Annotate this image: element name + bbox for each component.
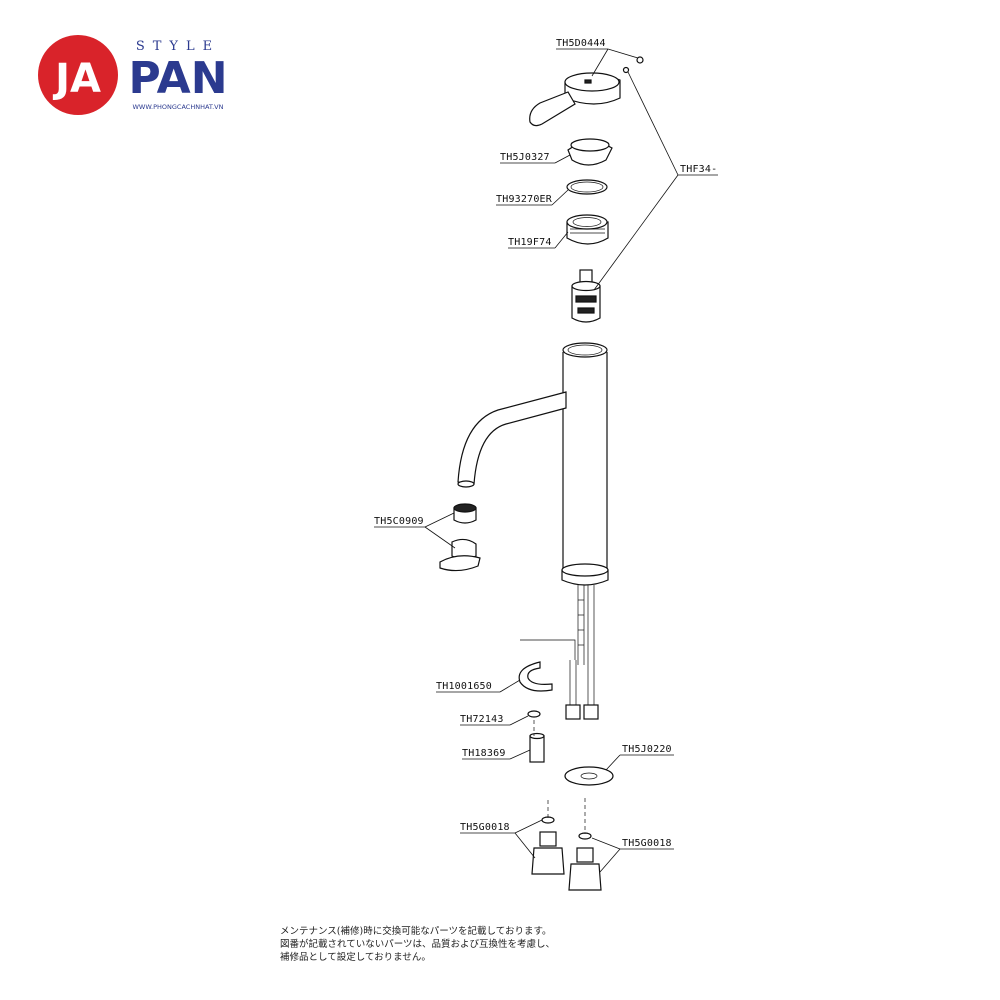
cartridge-part: [571, 269, 601, 323]
base-plate-part: [564, 766, 614, 786]
ring-part: [566, 179, 608, 195]
callout-spacer: TH18369: [462, 748, 531, 760]
label-base-plate: TH5J0220: [622, 744, 672, 755]
valve-right-part: [568, 832, 602, 891]
aerator-key-part: [439, 538, 481, 572]
label-washer: TH72143: [460, 714, 504, 725]
clip-part: [518, 661, 553, 692]
logo-style-word: STYLE: [136, 39, 220, 54]
faucet-body: [457, 342, 609, 720]
note-line-3: 補修品として設定しておりません。: [280, 952, 431, 963]
handle-screw-part: [622, 56, 644, 74]
nut-part: [566, 214, 609, 245]
aerator-part: [453, 503, 477, 524]
logo-graphic: JA STYLE PAN WWW.PHONGCACHNHAT.VN: [38, 35, 228, 115]
washer-part: [527, 710, 541, 718]
label-aerator: TH5C0909: [374, 516, 424, 527]
callout-ring: TH93270ER: [496, 189, 569, 206]
logo-red-circle: [38, 35, 118, 115]
label-ring: TH93270ER: [496, 194, 553, 205]
callout-aerator: TH5C0909: [374, 512, 456, 549]
callout-cap: TH5J0327: [500, 152, 571, 164]
callout-cartridge: THF34-: [593, 71, 718, 291]
note-line-1: メンテナンス(補修)時に交換可能なパーツを記載しております。: [280, 926, 552, 937]
label-valve-right: TH5G0018: [622, 838, 672, 849]
label-clip: TH1001650: [436, 681, 492, 692]
callout-valve-left: TH5G0018: [460, 819, 543, 859]
callout-valve-right: TH5G0018: [591, 837, 674, 873]
japan-style-logo: JA STYLE PAN WWW.PHONGCACHNHAT.VN: [30, 30, 250, 120]
callout-washer: TH72143: [460, 714, 529, 726]
logo-brand-left: JA: [52, 56, 101, 102]
label-nut: TH19F74: [508, 237, 552, 248]
cap-part: [567, 138, 613, 166]
label-cap: TH5J0327: [500, 152, 550, 163]
valve-left-part: [531, 816, 565, 875]
logo-brand-right: PAN: [128, 53, 227, 104]
callout-nut: TH19F74: [508, 231, 569, 249]
maintenance-note: メンテナンス(補修)時に交換可能なパーツを記載しております。 図番が記載されてい…: [280, 925, 640, 964]
callout-handle-screw: TH5D0444: [556, 38, 639, 77]
callout-base-plate: TH5J0220: [605, 744, 674, 771]
label-cartridge: THF34-: [680, 164, 717, 175]
logo-website: WWW.PHONGCACHNHAT.VN: [133, 103, 224, 111]
label-valve-left: TH5G0018: [460, 822, 510, 833]
label-handle-screw: TH5D0444: [556, 38, 606, 49]
label-spacer: TH18369: [462, 748, 506, 759]
handle-part: [529, 72, 621, 127]
callout-clip: TH1001650: [436, 679, 521, 693]
spacer-part: [529, 732, 545, 763]
note-line-2: 図番が記載されていないパーツは、品質および互換性を考慮し、: [280, 939, 556, 950]
